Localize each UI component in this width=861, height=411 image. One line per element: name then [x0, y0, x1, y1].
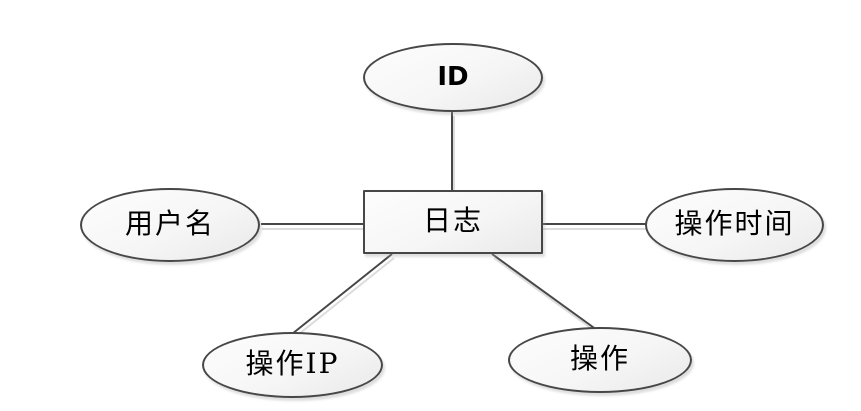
attribute-operation-ip-label: 操作IP: [245, 347, 340, 380]
entity-log-label: 日志: [422, 204, 483, 237]
attribute-operation-label: 操作: [569, 342, 630, 375]
entity-log-rectangle: 日志: [363, 190, 543, 254]
connector-shadow: [493, 257, 600, 335]
attribute-operation-time-ellipse: 操作时间: [645, 188, 824, 262]
attribute-username-label: 用户名: [124, 207, 215, 240]
attribute-id-ellipse: ID: [363, 43, 543, 112]
attribute-operation-ip-ellipse: 操作IP: [202, 332, 383, 398]
attribute-operation-ellipse: 操作: [508, 327, 692, 393]
attribute-operation-time-label: 操作时间: [674, 207, 795, 240]
attribute-username-ellipse: 用户名: [80, 188, 260, 262]
connector-entity-to-op: [491, 253, 598, 331]
attribute-id-label: ID: [437, 61, 469, 92]
connector-entity-to-opip: [291, 253, 393, 335]
connector-shadow: [293, 257, 395, 339]
